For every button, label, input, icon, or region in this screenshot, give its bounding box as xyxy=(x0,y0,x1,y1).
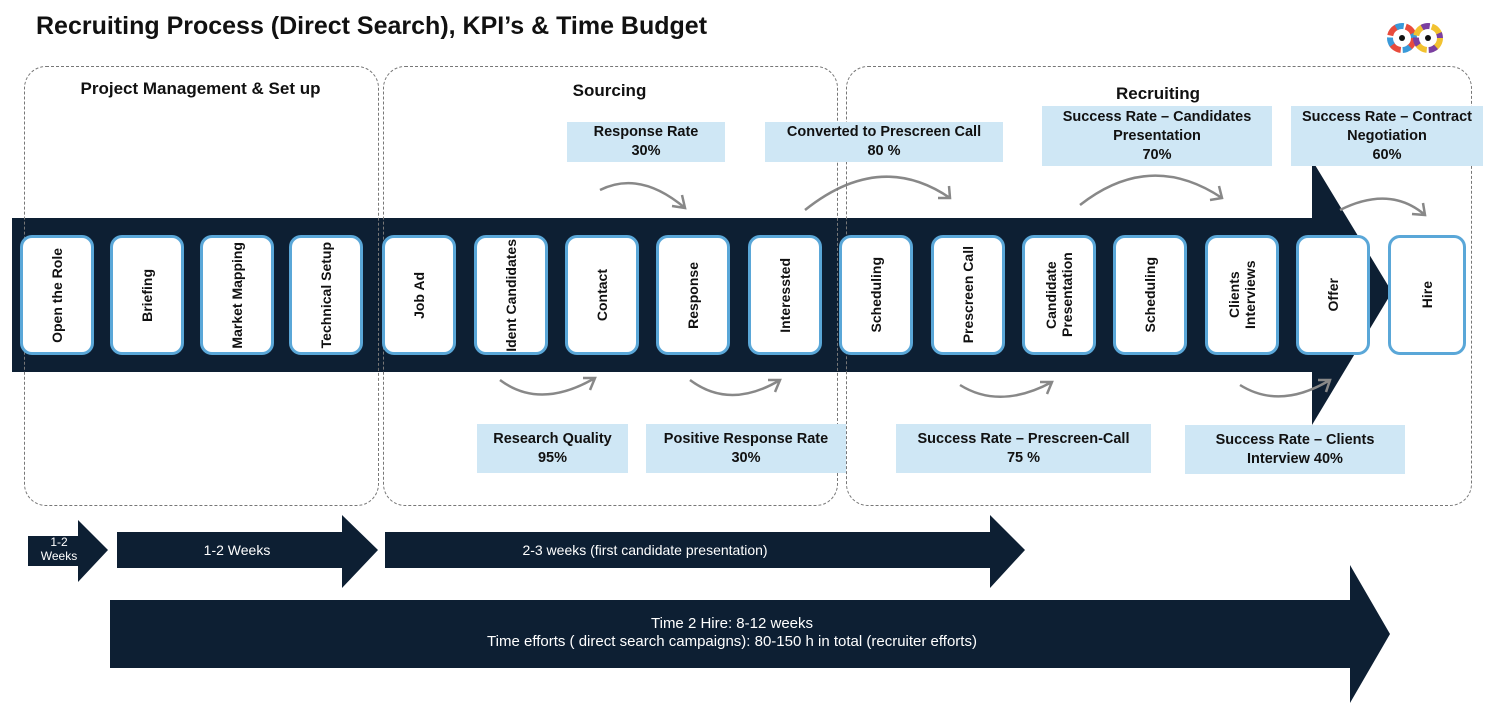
step-candidate-presentation: Candidate Presentation xyxy=(1022,235,1096,355)
kpi-label: Success Rate – Prescreen-Call xyxy=(917,430,1130,447)
step-job-ad: Job Ad xyxy=(382,235,456,355)
phase-title: Project Management & Set up xyxy=(80,79,321,98)
step-contact: Contact xyxy=(565,235,639,355)
step-label: Response xyxy=(685,261,701,329)
step-label: Hire xyxy=(1419,281,1435,309)
step-label: Candidate Presentation xyxy=(1043,252,1075,338)
timeline-label-3: 2-3 weeks (first candidate presentation) xyxy=(522,542,768,558)
kpi-positive-response: Positive Response Rate 30% xyxy=(646,424,846,473)
step-label: Clients Interviews xyxy=(1226,260,1258,330)
kpi-label: Success Rate – Contract Negotiation xyxy=(1301,108,1473,144)
step-label: Interessted xyxy=(777,257,793,333)
step-response: Response xyxy=(656,235,730,355)
kpi-value: 60% xyxy=(1372,146,1402,163)
step-label: Briefing xyxy=(139,268,155,322)
step-prescreen-call: Prescreen Call xyxy=(931,235,1005,355)
step-label: Technical Setup xyxy=(318,241,334,349)
step-label: Offer xyxy=(1325,278,1341,312)
kpi-label: Response Rate xyxy=(593,124,699,140)
time-to-hire-label: Time 2 Hire: 8-12 weeks xyxy=(651,615,813,632)
step-label: Scheduling xyxy=(868,257,884,333)
step-scheduling: Scheduling xyxy=(839,235,913,355)
phase-title: Recruiting xyxy=(1115,84,1201,103)
kpi-label: Positive Response Rate xyxy=(663,430,829,447)
step-label: Market Mapping xyxy=(229,241,245,349)
step-label: Prescreen Call xyxy=(960,246,976,344)
kpi-response-rate: Response Rate 30% xyxy=(567,122,725,162)
phase-title: Sourcing xyxy=(572,81,647,100)
kpi-label: Research Quality xyxy=(493,430,612,447)
step-label: Job Ad xyxy=(411,271,427,319)
kpi-value: 80 % xyxy=(867,143,901,159)
kpi-label: Converted to Prescreen Call xyxy=(786,124,982,140)
kpi-contract-negotiation: Success Rate – Contract Negotiation 60% xyxy=(1291,106,1483,166)
step-offer: Offer xyxy=(1296,235,1370,355)
step-technical-setup: Technical Setup xyxy=(289,235,363,355)
kpi-converted-prescreen: Converted to Prescreen Call 80 % xyxy=(765,122,1003,162)
kpi-value: 30% xyxy=(631,143,661,159)
kpi-value: 30% xyxy=(731,449,761,466)
kpi-value: 75 % xyxy=(1006,449,1041,466)
step-label: Ident Candidates xyxy=(503,238,519,352)
step-client-interviews: Clients Interviews xyxy=(1205,235,1279,355)
curved-arrows xyxy=(499,174,1427,399)
step-label: Contact xyxy=(594,268,610,322)
step-ident-candidates: Ident Candidates xyxy=(474,235,548,355)
page-title: Recruiting Process (Direct Search), KPI’… xyxy=(36,12,708,40)
step-label: Scheduling xyxy=(1142,257,1158,333)
step-open-role: Open the Role xyxy=(20,235,94,355)
kpi-research-quality: Research Quality 95% xyxy=(477,424,628,473)
logo-icon xyxy=(1386,22,1446,54)
kpi-candidates-presentation: Success Rate – Candidates Presentation 70… xyxy=(1042,106,1272,166)
time-efforts-label: Time efforts ( direct search campaigns):… xyxy=(487,633,977,650)
timeline-arrow-3 xyxy=(385,515,1025,588)
step-label: Open the Role xyxy=(49,247,65,343)
kpi-value: 70% xyxy=(1142,146,1172,163)
step-briefing: Briefing xyxy=(110,235,184,355)
timeline-label-2: 1-2 Weeks xyxy=(203,542,271,558)
kpi-clients-interview: Success Rate – Clients Interview 40% xyxy=(1185,425,1405,474)
step-hire: Hire xyxy=(1388,235,1466,355)
timeline-arrow-1 xyxy=(28,520,108,582)
step-market-mapping: Market Mapping xyxy=(200,235,274,355)
timeline-label-1: 1-2 Weeks xyxy=(40,535,78,563)
kpi-value: 95% xyxy=(537,449,568,466)
time-to-hire-arrow xyxy=(110,565,1390,703)
timeline-arrow-2 xyxy=(117,515,378,588)
kpi-prescreen-success: Success Rate – Prescreen-Call 75 % xyxy=(896,424,1151,473)
kpi-label: Success Rate – Candidates Presentation xyxy=(1062,108,1252,144)
step-interested: Interessted xyxy=(748,235,822,355)
kpi-label: Success Rate – Clients Interview 40% xyxy=(1215,431,1375,467)
step-scheduling-2: Scheduling xyxy=(1113,235,1187,355)
